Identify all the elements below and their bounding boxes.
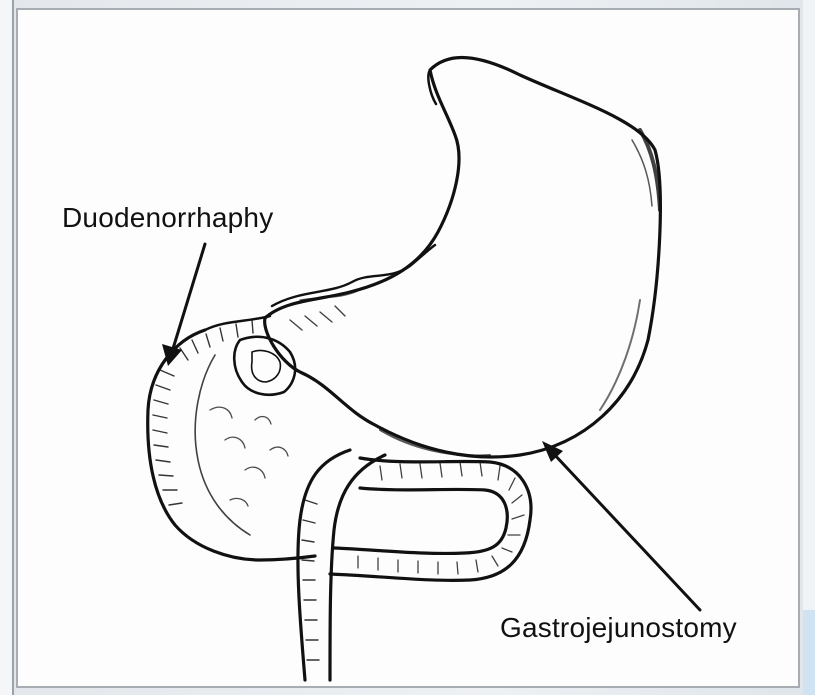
duodenorrhaphy-arrow: [172, 244, 205, 352]
label-gastrojejunostomy: Gastrojejunostomy: [500, 612, 737, 644]
omentum: [272, 245, 435, 306]
jejunal-loop: [298, 450, 350, 680]
stomach-outline: [265, 58, 661, 457]
gastrojejunostomy-arrow: [552, 452, 700, 610]
label-duodenorrhaphy: Duodenorrhaphy: [62, 202, 273, 234]
